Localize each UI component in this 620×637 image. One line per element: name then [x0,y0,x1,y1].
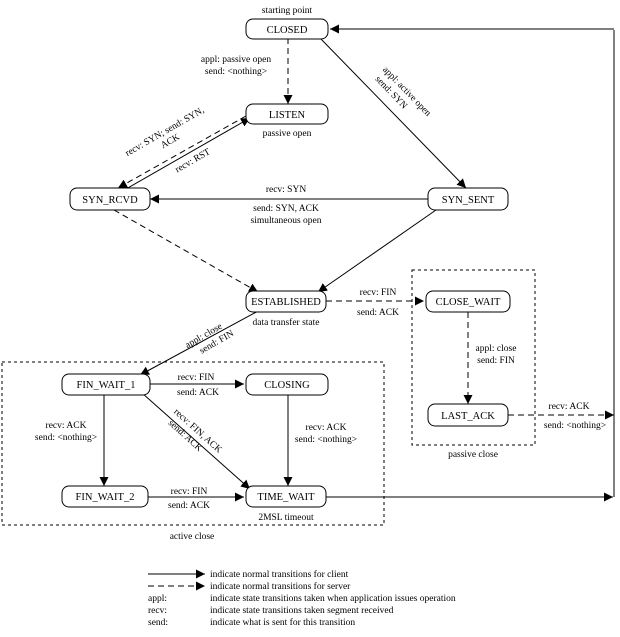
state-listen-label: LISTEN [269,110,306,121]
legend-recv-key: recv: [148,606,167,616]
label-listen-syn-rcvd-1: recv: SYN; send: SYN, [124,106,206,159]
legend-appl-key: appl: [148,594,167,604]
label-closed-listen-send: send: <nothing> [205,67,267,77]
state-fin-wait-2-label: FIN_WAIT_2 [76,492,135,503]
label-last-ack-closed-recv: recv: ACK [549,402,590,412]
state-fin-wait-2: FIN_WAIT_2 [61,485,149,508]
caption-active-close: active close [170,532,215,542]
label-est-fin-wait-1: appl: close send: FIN [184,322,236,357]
label-last-ack-closed-send: send: <nothing> [544,421,606,431]
state-closed-label: CLOSED [267,25,308,36]
label-fin-wait-1-closing-recv: recv: FIN [178,373,215,383]
label-fin-wait-1-closing-send: send: ACK [177,388,219,398]
label-closing-time-wait-recv: recv: ACK [306,423,347,433]
state-last-ack: LAST_ACK [427,403,509,427]
label-fin-wait-1-fin-wait-2-recv: recv: ACK [46,421,87,431]
caption-passive-close: passive close [448,450,498,460]
state-established-label: ESTABLISHED [251,297,321,308]
active-close-region [1,361,385,526]
state-fin-wait-1-label: FIN_WAIT_1 [77,380,136,391]
arrow-syn-rcvd-to-listen [125,117,251,190]
state-last-ack-label: LAST_ACK [441,411,495,422]
state-syn-rcvd-label: SYN_RCVD [82,195,138,206]
label-fin-wait-1-fin-wait-2-send: send: <nothing> [35,433,97,443]
caption-starting-point: starting point [262,6,313,16]
state-close-wait: CLOSE_WAIT [425,290,511,313]
state-closing-label: CLOSING [264,380,310,391]
label-syn-sent-syn-rcvd-send: send: SYN, ACK [253,204,319,214]
caption-data-transfer-state: data transfer state [253,317,320,328]
label-syn-rcvd-listen: recv: RST [174,147,213,175]
state-fin-wait-1: FIN_WAIT_1 [61,373,151,396]
label-close-wait-last-ack-appl: appl: close [476,344,517,354]
legend-server-text: indicate normal transitions for server [210,581,351,592]
arrow-syn-sent-to-established [317,209,437,293]
legend-recv-desc: indicate state transitions taken segment… [210,606,394,616]
label-closed-listen-appl: appl: passive open [201,55,271,65]
arrow-listen-to-syn-rcvd [117,115,247,189]
state-closing: CLOSING [245,373,329,396]
state-close-wait-label: CLOSE_WAIT [436,297,501,308]
label-fin-wait-1-time-wait: recv: FIN, ACK send: ACK [166,407,224,455]
arrow-fin-wait-1-to-time-wait [141,392,251,490]
state-syn-sent: SYN_SENT [427,187,509,211]
legend-send-key: send: [148,618,168,628]
arrow-closed-to-syn-sent [319,37,467,189]
label-est-close-wait-recv: recv: FIN [360,288,397,298]
state-established: ESTABLISHED [245,290,327,313]
legend: indicate normal transitions for client i… [148,569,456,628]
label-closed-syn-sent: appl: active open send: SYN [373,65,433,119]
caption-2msl-timeout: 2MSL timeout [258,513,314,523]
label-est-close-wait-send: send: ACK [357,308,399,318]
label-fin-wait-2-time-wait-recv: recv: FIN [171,487,208,497]
legend-appl-desc: indicate state transitions taken when ap… [210,594,456,604]
label-close-wait-last-ack-send: send: FIN [477,356,515,366]
label-syn-sent-syn-rcvd-recv: recv: SYN [266,185,307,195]
label-closing-time-wait-send: send: <nothing> [295,435,357,445]
state-closed: CLOSED [245,18,329,40]
passive-close-region [411,269,536,446]
caption-simultaneous-open: simultaneous open [251,216,322,226]
state-listen: LISTEN [245,103,329,125]
arrow-established-to-fin-wait-1 [139,309,261,376]
state-time-wait: TIME_WAIT [245,485,327,508]
state-syn-sent-label: SYN_SENT [442,195,495,206]
label-fin-wait-2-time-wait-send: send: ACK [168,501,210,511]
state-syn-rcvd: SYN_RCVD [69,187,151,211]
caption-passive-open: passive open [263,129,312,139]
state-time-wait-label: TIME_WAIT [257,492,315,503]
legend-send-desc: indicate what is sent for this transitio… [210,617,355,628]
label-syn-rcvd-listen-recv: recv: RST [174,147,213,175]
legend-client-text: indicate normal transitions for client [210,569,349,580]
arrow-syn-rcvd-to-established [113,209,259,293]
